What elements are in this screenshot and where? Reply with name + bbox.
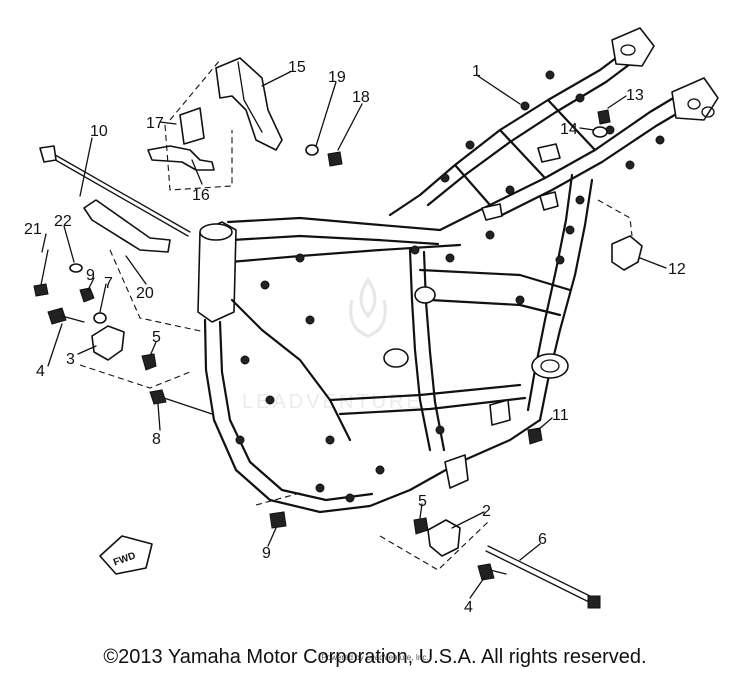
callout-16: 16 — [192, 187, 210, 204]
leader-lines — [41, 71, 667, 599]
callout-3: 3 — [66, 351, 75, 368]
callout-4-upper: 4 — [36, 363, 45, 380]
callout-13: 13 — [626, 87, 644, 104]
fine-print: Powered by LeadVenture, Inc. — [321, 653, 429, 662]
callout-17: 17 — [146, 115, 164, 132]
callout-9-upper: 9 — [86, 267, 95, 284]
battery-cover-assembly — [147, 57, 283, 191]
callout-5-upper: 5 — [152, 329, 161, 346]
callout-6: 6 — [538, 531, 547, 548]
callout-8: 8 — [152, 431, 161, 448]
callout-9-lower: 9 — [262, 545, 271, 562]
callout-2: 2 — [482, 503, 491, 520]
motorcycle-frame — [197, 27, 719, 514]
hardware — [33, 109, 643, 609]
callout-15: 15 — [288, 59, 306, 76]
callout-20: 20 — [136, 285, 154, 302]
fwd-arrow-icon: FWD — [99, 535, 153, 575]
callout-21: 21 — [24, 221, 42, 238]
callout-14: 14 — [560, 121, 578, 138]
callout-1: 1 — [472, 63, 481, 80]
callout-10: 10 — [90, 123, 108, 140]
callout-22: 22 — [54, 213, 72, 230]
callout-18: 18 — [352, 89, 370, 106]
callout-11: 11 — [552, 407, 569, 424]
watermark: LEADVENTURE — [242, 277, 420, 413]
callout-12: 12 — [668, 261, 686, 278]
callout-numbers: 1 2 3 4 4 5 5 6 7 8 9 9 10 11 12 13 14 1… — [24, 59, 686, 616]
callout-7: 7 — [104, 275, 113, 292]
callout-5-lower: 5 — [418, 493, 427, 510]
callout-19: 19 — [328, 69, 346, 86]
callout-4-lower: 4 — [464, 599, 473, 616]
copyright-notice: ©2013 Yamaha Motor Corporation, U.S.A. A… — [103, 646, 647, 668]
